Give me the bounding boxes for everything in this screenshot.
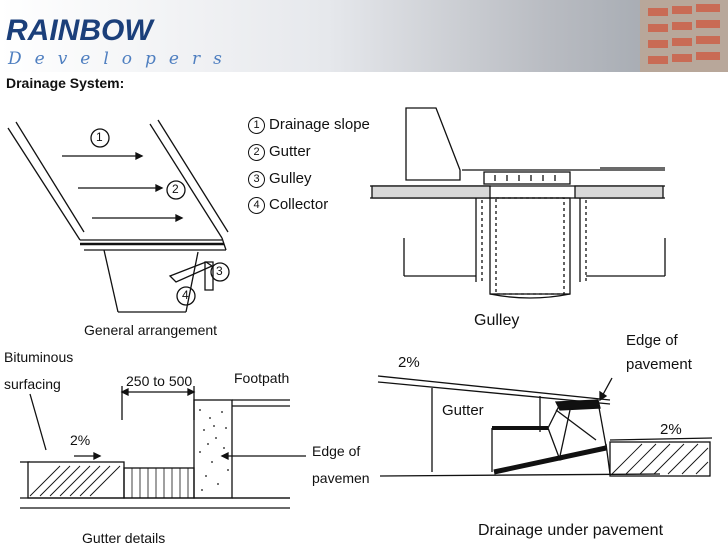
gutter-details-caption: Gutter details	[82, 530, 166, 546]
legend-label: Collector	[269, 196, 329, 213]
bituminous-label: Bituminous	[4, 349, 74, 365]
legend-label: Gulley	[269, 170, 312, 187]
edge-of-pavement-line2: pavement	[626, 356, 692, 373]
legend-number: 1	[248, 116, 265, 134]
edge-label-line1: Edge of	[312, 443, 361, 459]
edge-of-pavement-line1: Edge of	[626, 332, 678, 349]
footpath-label: Footpath	[234, 370, 290, 386]
right-slope-label: 2%	[660, 421, 682, 438]
slope-arrows	[62, 151, 184, 223]
marker-label: 2	[172, 182, 179, 196]
legend-label: Drainage slope	[269, 116, 370, 133]
marker-label: 1	[96, 130, 103, 144]
marker-label: 3	[216, 264, 223, 278]
legend-number: 3	[248, 170, 265, 188]
under-pavement-caption: Drainage under pavement	[478, 522, 664, 539]
gulley-drawing	[370, 107, 666, 299]
left-slope-label: 2%	[398, 354, 420, 371]
legend-number: 2	[248, 143, 265, 161]
gutter-width-label: 250 to 500	[126, 373, 193, 389]
general-arrangement-drawing	[7, 119, 229, 313]
header-banner: RAINBOW Developers	[0, 0, 728, 72]
building-photo	[640, 0, 728, 72]
page-title: Drainage System:	[6, 75, 125, 91]
legend-label: Gutter	[269, 143, 311, 160]
arrangement-markers	[90, 128, 230, 306]
brand-subtitle: Developers	[8, 49, 235, 69]
surfacing-label: surfacing	[4, 376, 61, 392]
concrete-stipple	[199, 409, 229, 491]
general-arrangement-caption: General arrangement	[84, 322, 218, 338]
gulley-caption: Gulley	[474, 312, 520, 329]
gutter-details-drawing	[20, 386, 306, 509]
edge-label-line2: pavemen	[312, 470, 370, 486]
gutter-label: Gutter	[442, 402, 484, 419]
brand-logo-text: RAINBOW	[6, 14, 153, 47]
marker-label: 4	[182, 288, 189, 302]
legend-number: 4	[248, 196, 265, 214]
gutter-slope-label: 2%	[70, 432, 91, 448]
header-background	[0, 0, 728, 72]
